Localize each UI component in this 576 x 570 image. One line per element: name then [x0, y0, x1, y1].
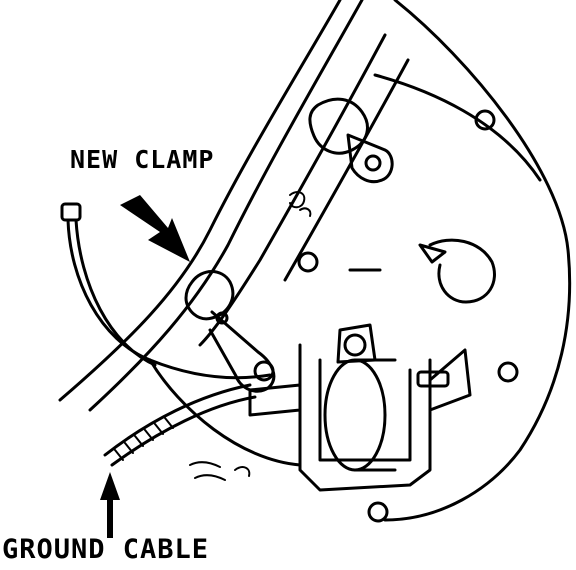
housing-bulge — [428, 238, 496, 304]
line-fitting — [60, 202, 82, 222]
thin-line-3 — [148, 358, 302, 467]
bracket-right-flange — [428, 348, 472, 412]
housing-outer-curve — [383, 0, 572, 522]
new-clamp-arrow — [120, 195, 190, 262]
ground-cable-upper — [103, 383, 252, 457]
ground-cable-hatch — [114, 417, 174, 461]
new-clamp-bolt-upper — [215, 311, 229, 325]
hose-b — [88, 0, 364, 412]
bracket-inner — [318, 358, 412, 462]
hose-a — [58, 0, 342, 402]
bracket-slot — [416, 370, 450, 388]
hose-d — [283, 58, 410, 282]
ground-cable-arrow — [100, 472, 120, 538]
ground-cable-label: GROUND CABLE — [2, 534, 210, 565]
bracket-plate — [248, 383, 302, 417]
lower-scribble — [189, 461, 251, 481]
new-clamp-bolt — [253, 360, 275, 382]
new-clamp-band — [184, 270, 235, 321]
housing-bolt-bottom — [367, 501, 389, 523]
housing-bolt-top-right — [474, 109, 496, 131]
cylinder-end — [323, 358, 387, 472]
cylinder-top-bolt — [343, 333, 367, 357]
new-clamp-label: NEW CLAMP — [70, 145, 215, 174]
thin-line-2 — [74, 218, 157, 367]
upper-clamp-tab — [346, 133, 394, 184]
housing-bolt-right — [497, 361, 519, 383]
upper-clamp-bolt — [364, 154, 382, 172]
upper-clamp-band — [308, 97, 369, 155]
cylinder-top-ear — [336, 323, 377, 364]
housing-bulge-notch — [418, 243, 447, 264]
ground-cable-lower — [110, 395, 257, 467]
housing-bolt-left — [297, 251, 319, 273]
bracket-body — [298, 343, 432, 492]
housing-scribble — [289, 191, 312, 217]
